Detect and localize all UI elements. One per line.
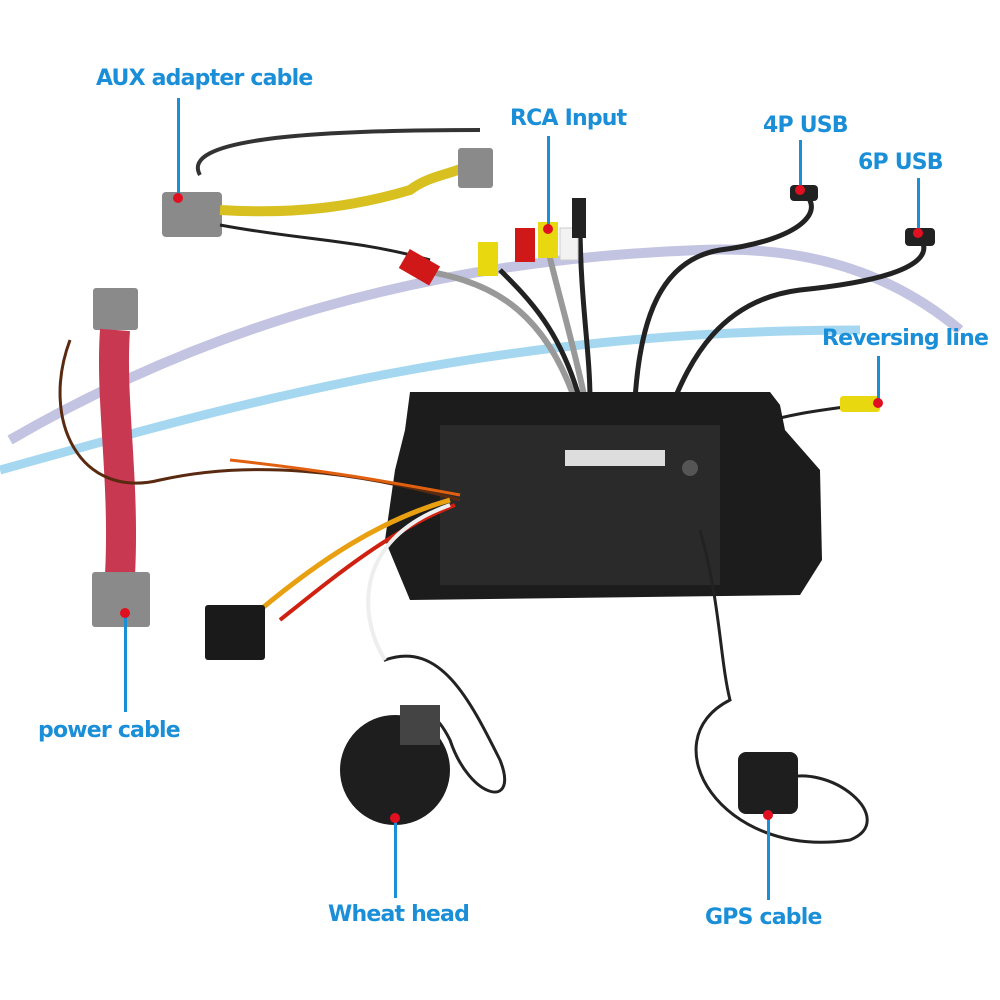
marker-dot — [873, 398, 883, 408]
leader-line — [547, 136, 550, 228]
leader-line — [177, 98, 180, 198]
leader-line — [124, 612, 127, 712]
marker-dot — [795, 185, 805, 195]
power-cable — [58, 288, 461, 660]
marker-dot — [173, 193, 183, 203]
aux-adapter-cable — [162, 128, 493, 262]
label-rca-input: RCA Input — [510, 106, 627, 131]
label-4p-usb: 4P USB — [763, 113, 849, 138]
gps-antenna — [694, 529, 869, 844]
label-aux-adapter-cable: AUX adapter cable — [96, 66, 313, 91]
label-gps-cable: GPS cable — [705, 905, 822, 930]
leader-line — [767, 815, 770, 900]
leader-line — [799, 140, 802, 190]
leader-line — [877, 356, 880, 402]
usb-cables — [632, 185, 935, 411]
rca-input-cables — [398, 198, 593, 401]
marker-dot — [913, 228, 923, 238]
marker-dot — [763, 810, 773, 820]
label-wheat-head: Wheat head — [328, 902, 470, 927]
label-reversing-line: Reversing line — [822, 326, 989, 351]
marker-dot — [543, 224, 553, 234]
marker-dot — [120, 608, 130, 618]
marker-dot — [390, 813, 400, 823]
leader-line — [394, 818, 397, 898]
leader-line — [917, 178, 920, 232]
wheat-head-microphone — [340, 503, 507, 825]
head-unit — [385, 392, 822, 600]
label-6p-usb: 6P USB — [858, 150, 944, 175]
label-power-cable: power cable — [38, 718, 181, 743]
